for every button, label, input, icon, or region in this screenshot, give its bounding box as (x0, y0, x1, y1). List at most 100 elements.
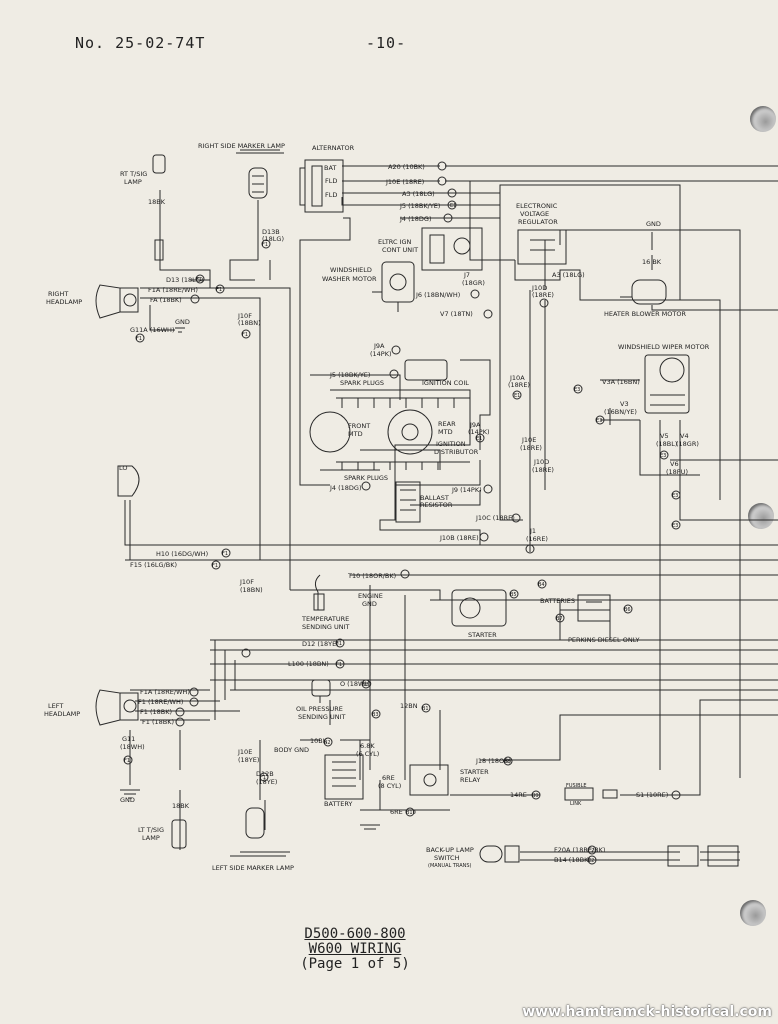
conn-b3: B3 (372, 712, 379, 718)
wire-v6-1: V6 (670, 460, 679, 468)
wire-j7-2: (18GR) (462, 279, 485, 287)
label-ign-dist-2: DISTRIBUTOR (434, 448, 479, 456)
conn-f1d: F1 (242, 332, 248, 338)
evr-symbol (517, 229, 567, 265)
wire-l100: L100 (18BN) (288, 660, 329, 668)
wire-lines (124, 165, 778, 861)
wire-d13: D13 (18LG) (166, 276, 203, 284)
label-ign-dist-1: IGNITION (436, 440, 466, 448)
wire-re6-1: 6RE (382, 774, 395, 782)
wire-v3-2: (16BN/YE) (604, 408, 637, 416)
wire-j10e: J10E (18RE) (385, 178, 424, 186)
label-wiper: WINDSHIELD WIPER MOTOR (618, 343, 710, 351)
conn-b6: B6 (624, 607, 631, 613)
wire-j10e2-2: (18RE) (520, 444, 542, 452)
wiper-motor-symbol (644, 354, 690, 414)
conn-e1b: E1 (476, 436, 482, 442)
wire-j10b: J10B (18RE) (439, 534, 479, 542)
fusible-link-symbol (564, 787, 618, 801)
wire-h10: H10 (16DG/WH) (156, 550, 208, 558)
rt-sig-lamp-symbol (152, 154, 166, 261)
diagram-title-line-2: W600 WIRING (308, 941, 402, 957)
wire-j10e3-1: J10E (237, 748, 252, 756)
wire-j10a-2: (18RE) (508, 381, 530, 389)
wire-f1a2: F1A (18RE/WH) (140, 688, 190, 696)
backup-switch-symbol (479, 845, 739, 867)
lo-switch-symbol (117, 465, 140, 497)
binder-hole-top (750, 106, 776, 132)
wire-j10c: J10C (18RE) (475, 514, 515, 522)
wire-f1d: F1 (18BK) (142, 718, 174, 726)
ground-symbols (120, 327, 380, 830)
right-side-marker-lamp-symbol (236, 149, 284, 199)
label-ign-coil: IGNITION COIL (422, 379, 469, 387)
label-evr-2: VOLTAGE (520, 210, 549, 218)
label-gnd-3: GND (120, 796, 135, 804)
wire-o: O (18WH) (340, 680, 372, 688)
label-body-gnd: BODY GND (274, 746, 309, 754)
label-right-marker: RIGHT SIDE MARKER LAMP (198, 142, 285, 150)
wire-v5-1: V5 (660, 432, 669, 440)
wire-t10: T10 (18OR/BK) (347, 572, 396, 580)
conn-b10: B10 (406, 810, 416, 816)
watermark: www.hamtramck-historical.com (522, 1004, 772, 1020)
conn-b7: B7 (556, 616, 563, 622)
washer-motor-symbol (372, 261, 415, 312)
wire-j5b: J5 (18BK/YE) (329, 371, 370, 379)
label-perkins: PERKINS DIESEL ONLY (568, 636, 639, 644)
label-gnd-1: GND (175, 318, 190, 326)
wire-j10f2-1: J10F (239, 578, 254, 586)
label-fld1: FLD (325, 177, 337, 185)
label-backup-3: (MANUAL TRANS) (428, 863, 472, 869)
conn-b2b: B2 (324, 740, 331, 746)
wire-j10d-2: (18RE) (532, 291, 554, 299)
conn-e3: E3 (574, 387, 580, 393)
label-rear-mtd: MTD (438, 428, 453, 436)
wire-re14: 14RE (510, 791, 527, 799)
conn-f1j: F1 (124, 758, 130, 764)
page-number: -10- (366, 34, 407, 52)
conn-f1: F1 (196, 277, 202, 283)
spark-plug-row-top (336, 397, 470, 408)
label-bat: BAT (324, 164, 336, 172)
wire-j1-2: (16RE) (526, 535, 548, 543)
label-eic-1: ELTRC IGN (378, 238, 412, 246)
wire-j10f-1: J10F (237, 312, 252, 320)
wire-re6-2: (8 CYL) (378, 782, 401, 790)
conn-f1k: F1 (260, 775, 266, 781)
wire-b14: B14 (18BK) (554, 856, 591, 864)
diagram-title-line-3: (Page 1 of 5) (300, 956, 410, 972)
conn-f1b: F1 (216, 287, 222, 293)
wire-j9b-1: J9A (469, 421, 481, 429)
wire-v4-1: V4 (680, 432, 689, 440)
ballast-resistor-symbol (395, 481, 421, 523)
label-fusible-1: FUSIBLE (566, 783, 587, 789)
label-oil-2: SENDING UNIT (298, 713, 346, 721)
conn-b9: B9 (532, 793, 539, 799)
binder-hole-middle (748, 503, 774, 529)
wire-j9: J9 (14PK) (451, 486, 482, 494)
wire-d13b-2: (18LG) (262, 235, 284, 243)
conn-f1c: F1 (136, 336, 142, 342)
conn-f1g: F1 (212, 563, 218, 569)
label-evr-1: ELECTRONIC (516, 202, 558, 210)
right-headlamp-symbol (95, 284, 139, 319)
wire-v3-1: V3 (620, 400, 629, 408)
wire-a20: A20 (10BK) (388, 163, 425, 171)
label-backup-2: SWITCH (434, 854, 460, 862)
conn-f1f: F1 (222, 551, 228, 557)
label-rt-sig: RT T/SIG (120, 170, 147, 178)
wire-g11a: G11A (16WH) (130, 326, 174, 334)
label-eic-2: CONT UNIT (382, 246, 418, 254)
document-number: No. 25-02-74T (75, 34, 206, 52)
temp-sender-symbol (313, 574, 325, 611)
wire-j9a-1: J9A (373, 342, 385, 350)
wire-j10f2-2: (18BN) (240, 586, 263, 594)
label-lt-lamp: LAMP (142, 834, 160, 842)
conn-f1h: F1 (336, 641, 342, 647)
wire-fa: FA (18BK) (150, 296, 182, 304)
label-batteries: BATTERIES (540, 597, 575, 605)
connector-circles (123, 161, 681, 865)
ignition-coil-symbol (404, 359, 448, 381)
wire-s1: S1 (10RE) (636, 791, 668, 799)
